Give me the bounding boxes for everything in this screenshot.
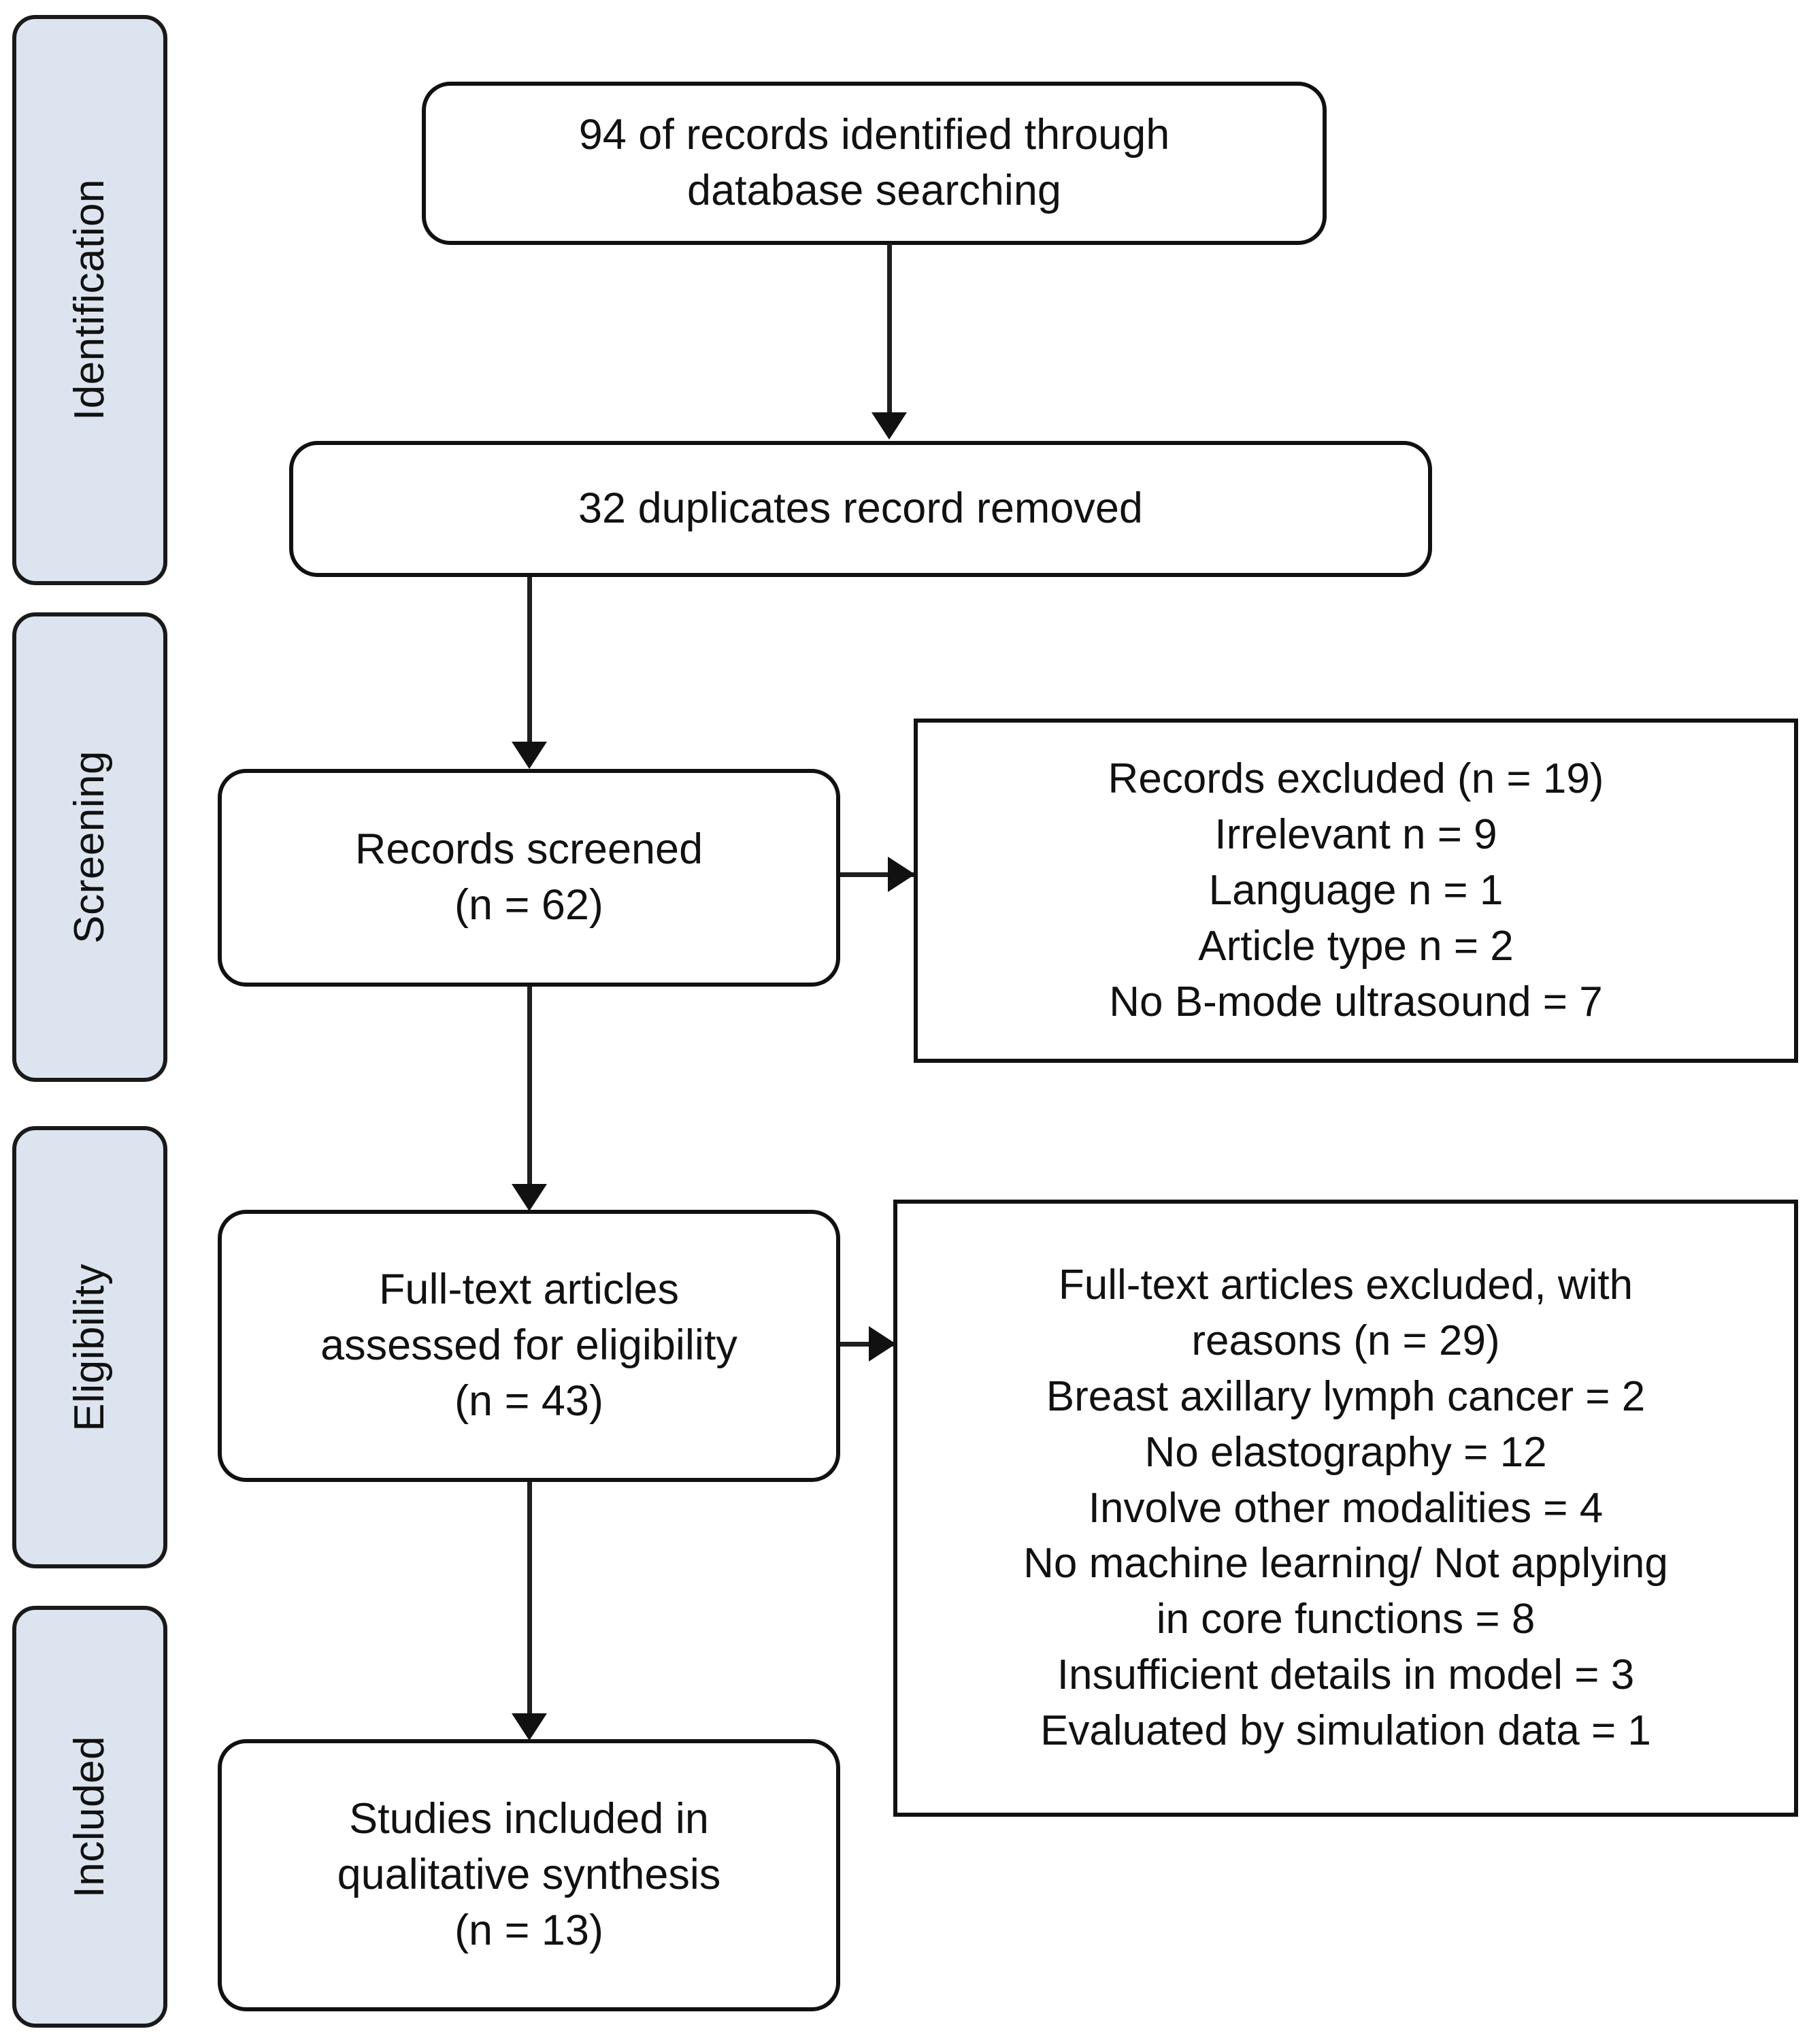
box-studies-included-line-2: qualitative synthesis bbox=[337, 1851, 721, 1899]
box-full-text-assessed-line-3: (n = 43) bbox=[454, 1377, 603, 1425]
full-text-excluded-reason-no-elastography: No elastography = 12 bbox=[1144, 1428, 1547, 1476]
stage-box-eligibility: Eligibility bbox=[12, 1126, 167, 1568]
box-records-screened-line-1: Records screened bbox=[354, 825, 703, 874]
stage-label-identification: Identification bbox=[66, 179, 113, 421]
connector-duplicates-to-screened bbox=[527, 577, 532, 747]
records-excluded-reason-no-b-mode-ultrasound: No B-mode ultrasound = 7 bbox=[1109, 978, 1603, 1025]
records-excluded-reason-irrelevant: Irrelevant n = 9 bbox=[1214, 811, 1497, 859]
connector-fulltext-to-included bbox=[527, 1482, 532, 1720]
connector-screened-to-excluded bbox=[840, 872, 916, 877]
box-records-screened: Records screened (n = 62) bbox=[218, 769, 840, 987]
full-text-excluded-reason-insufficient-details: Insufficient details in model = 3 bbox=[1057, 1651, 1635, 1699]
box-records-identified-line-2: database searching bbox=[687, 167, 1061, 214]
box-full-text-assessed-line-2: assessed for eligibility bbox=[320, 1321, 737, 1370]
arrowhead-screened-to-fulltext bbox=[512, 1184, 547, 1211]
box-records-screened-line-2: (n = 62) bbox=[454, 881, 603, 929]
box-duplicates-removed-line-1: 32 duplicates record removed bbox=[578, 484, 1143, 533]
arrowhead-duplicates-to-screened bbox=[512, 742, 547, 769]
box-studies-included-text: Studies included in qualitative synthesi… bbox=[337, 1792, 721, 1959]
full-text-excluded-heading-line-1: Full-text articles excluded, with bbox=[1058, 1262, 1633, 1309]
box-studies-included-line-3: (n = 13) bbox=[454, 1906, 603, 1954]
box-full-text-excluded: Full-text articles excluded, with reason… bbox=[893, 1200, 1798, 1817]
stage-box-screening: Screening bbox=[12, 612, 167, 1082]
full-text-excluded-reason-breast-axillary-lymph-cancer: Breast axillary lymph cancer = 2 bbox=[1046, 1372, 1646, 1420]
box-records-identified-line-1: 94 of records identified through bbox=[578, 111, 1170, 159]
box-full-text-assessed-line-1: Full-text articles bbox=[378, 1266, 680, 1314]
box-studies-included: Studies included in qualitative synthesi… bbox=[218, 1739, 840, 2011]
connector-screened-to-fulltext bbox=[527, 987, 532, 1191]
records-excluded-reason-language: Language n = 1 bbox=[1208, 867, 1504, 914]
arrowhead-screened-to-excluded bbox=[888, 857, 915, 892]
box-records-excluded: Records excluded (n = 19) Irrelevant n =… bbox=[914, 719, 1798, 1063]
stage-label-eligibility: Eligibility bbox=[66, 1263, 113, 1432]
connector-fulltext-to-excluded bbox=[840, 1342, 896, 1347]
stage-box-included: Included bbox=[12, 1606, 167, 2028]
box-full-text-assessed: Full-text articles assessed for eligibil… bbox=[218, 1210, 840, 1482]
box-records-identified: 94 of records identified through databas… bbox=[422, 82, 1327, 245]
stage-box-identification: Identification bbox=[12, 15, 167, 585]
full-text-excluded-reason-no-machine-learning: No machine learning/ Not applying bbox=[1023, 1540, 1668, 1587]
full-text-excluded-reason-involve-other-modalities: Involve other modalities = 4 bbox=[1088, 1484, 1604, 1532]
arrowhead-fulltext-to-included bbox=[512, 1713, 547, 1741]
arrowhead-fulltext-to-excluded bbox=[869, 1326, 896, 1362]
box-duplicates-removed-text: 32 duplicates record removed bbox=[578, 481, 1143, 537]
connector-identified-to-duplicates bbox=[887, 244, 892, 422]
arrowhead-identified-to-duplicates bbox=[872, 412, 907, 440]
box-studies-included-line-1: Studies included in bbox=[349, 1795, 709, 1843]
records-excluded-heading: Records excluded (n = 19) bbox=[1108, 755, 1604, 803]
full-text-excluded-reason-evaluated-by-simulation-data: Evaluated by simulation data = 1 bbox=[1040, 1707, 1651, 1754]
full-text-excluded-heading-line-2: reasons (n = 29) bbox=[1191, 1317, 1500, 1365]
box-full-text-assessed-text: Full-text articles assessed for eligibil… bbox=[320, 1262, 737, 1430]
stage-label-screening: Screening bbox=[66, 751, 113, 944]
box-records-screened-text: Records screened (n = 62) bbox=[355, 822, 703, 934]
box-records-identified-text: 94 of records identified through databas… bbox=[579, 108, 1170, 219]
records-excluded-reason-article-type: Article type n = 2 bbox=[1198, 922, 1514, 970]
full-text-excluded-reason-in-core-functions: in core functions = 8 bbox=[1156, 1596, 1536, 1643]
box-duplicates-removed: 32 duplicates record removed bbox=[289, 441, 1432, 577]
stage-label-included: Included bbox=[66, 1735, 113, 1898]
